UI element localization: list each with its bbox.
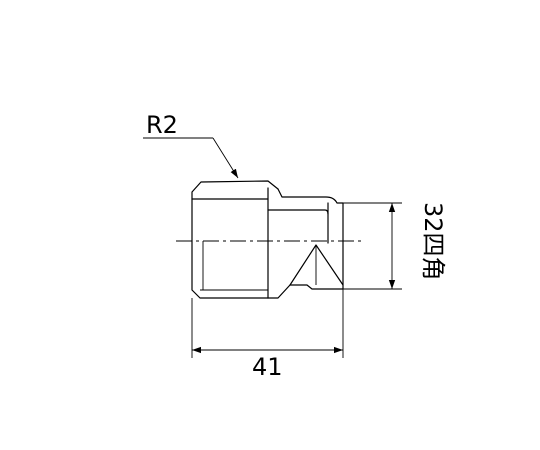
thread-size-label: R2: [146, 111, 178, 139]
square-head-faces: [289, 244, 344, 286]
length-label: 41: [252, 353, 283, 381]
thread-leader: [143, 137, 239, 179]
length-dimension: [191, 289, 344, 358]
fitting-outline: [191, 180, 344, 299]
square-dimension: [343, 202, 402, 290]
square-size-label: 32四角: [419, 202, 447, 281]
thread-detail: [200, 241, 269, 291]
